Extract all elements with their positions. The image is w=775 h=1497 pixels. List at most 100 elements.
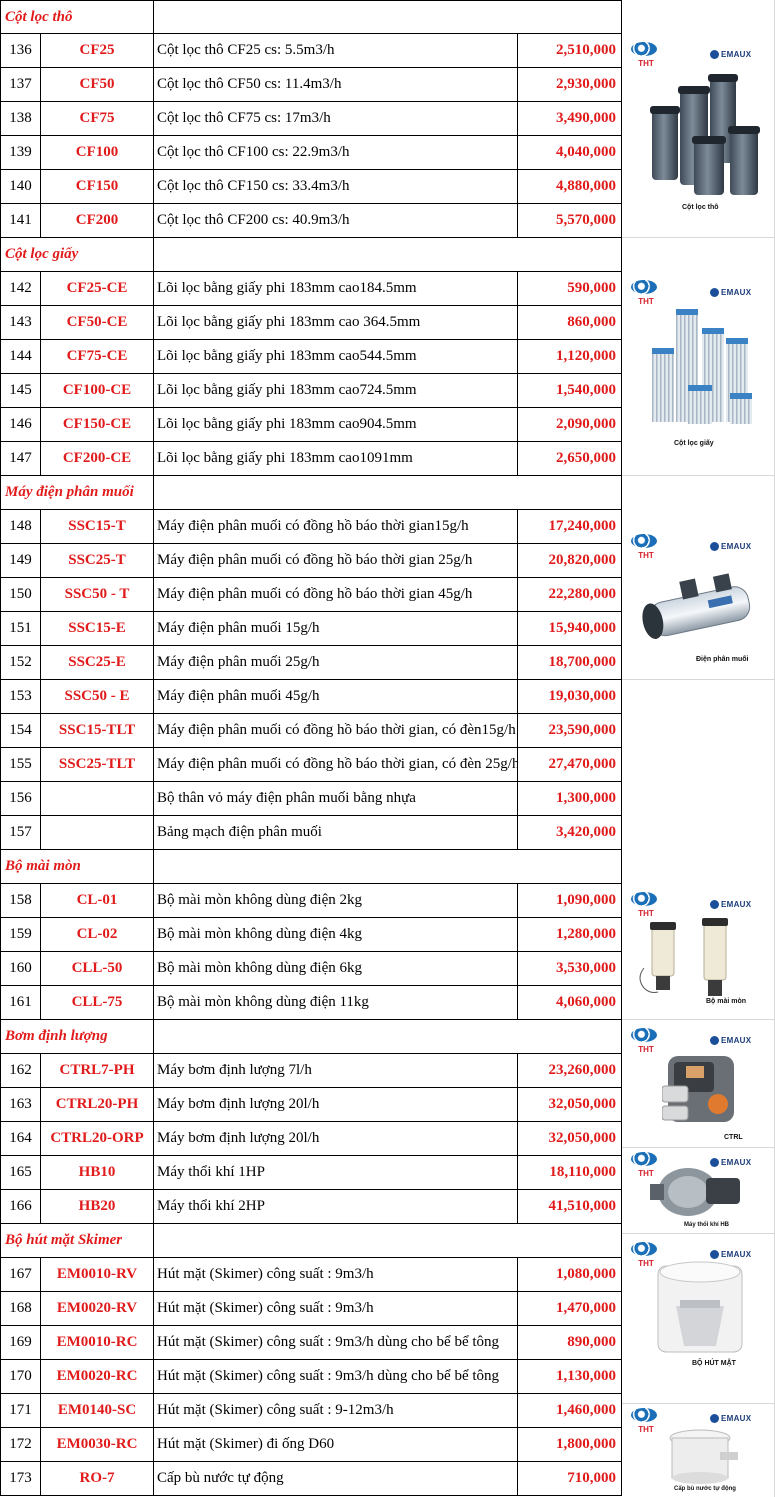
product-price: 3,420,000 [518, 816, 622, 850]
row-number: 153 [0, 680, 41, 714]
row-number: 144 [0, 340, 41, 374]
chlorine-feeder-image [639, 918, 728, 996]
skimmer-image [657, 1261, 743, 1353]
product-price: 18,110,000 [518, 1156, 622, 1190]
row-number: 147 [0, 442, 41, 476]
row-number: 166 [0, 1190, 41, 1224]
product-description: Máy bơm định lượng 7l/h [154, 1054, 518, 1088]
product-code: CF100-CE [41, 374, 154, 408]
section-title: Bộ mài mòn [0, 850, 154, 884]
product-description: Bộ mài mòn không dùng điện 11kg [154, 986, 518, 1020]
paper-filter-image [652, 309, 752, 424]
panel-caption: Cột lọc giấy [674, 440, 714, 447]
product-price: 1,460,000 [518, 1394, 622, 1428]
tht-logo: THT [631, 1152, 661, 1178]
product-description: Lõi lọc bằng giấy phi 183mm cao904.5mm [154, 408, 518, 442]
product-price: 1,300,000 [518, 782, 622, 816]
section-header-fill [154, 476, 622, 510]
section-header-fill [154, 850, 622, 884]
row-number: 148 [0, 510, 41, 544]
product-code: CLL-50 [41, 952, 154, 986]
row-number: 137 [0, 68, 41, 102]
product-code: EM0030-RC [41, 1428, 154, 1462]
product-description: Bộ thân vỏ máy điện phân muối bằng nhựa [154, 782, 518, 816]
row-number: 150 [0, 578, 41, 612]
panel-caption: Máy thổi khí HB [684, 1222, 730, 1228]
row-number: 171 [0, 1394, 41, 1428]
section-header-fill [154, 1224, 622, 1258]
product-code: SSC25-T [41, 544, 154, 578]
product-description: Hút mặt (Skimer) công suất : 9m3/h [154, 1292, 518, 1326]
product-code: SSC15-T [41, 510, 154, 544]
product-description: Lõi lọc bằng giấy phi 183mm cao1091mm [154, 442, 518, 476]
product-description: Lõi lọc bằng giấy phi 183mm cao184.5mm [154, 272, 518, 306]
section-header-fill [154, 0, 622, 34]
emaux-logo-icon [710, 542, 719, 551]
product-description: Máy bơm định lượng 20l/h [154, 1088, 518, 1122]
tht-logo-icon [631, 534, 657, 548]
product-description: Máy bơm định lượng 20l/h [154, 1122, 518, 1156]
section-header: Bộ hút mặt Skimer [0, 1224, 622, 1258]
tht-logo-icon [631, 280, 657, 294]
product-price: 3,490,000 [518, 102, 622, 136]
row-number: 158 [0, 884, 41, 918]
product-description: Máy điện phân muối 25g/h [154, 646, 518, 680]
product-price: 32,050,000 [518, 1088, 622, 1122]
product-price: 1,800,000 [518, 1428, 622, 1462]
product-price: 2,090,000 [518, 408, 622, 442]
air-blower-image [650, 1168, 740, 1216]
row-number: 141 [0, 204, 41, 238]
product-price: 1,280,000 [518, 918, 622, 952]
emaux-logo: EMAUX [710, 1158, 751, 1167]
product-description: Bộ mài mòn không dùng điện 2kg [154, 884, 518, 918]
product-description: Hút mặt (Skimer) công suất : 9-12m3/h [154, 1394, 518, 1428]
emaux-logo-icon [710, 288, 719, 297]
product-price: 1,120,000 [518, 340, 622, 374]
product-description: Máy điện phân muối có đồng hồ báo thời g… [154, 714, 518, 748]
product-description: Cột lọc thô CF75 cs: 17m3/h [154, 102, 518, 136]
product-code: SSC15-TLT [41, 714, 154, 748]
panel-air-blower: THT EMAUX Máy thổi khí HB [622, 1148, 774, 1234]
row-number: 152 [0, 646, 41, 680]
panel-dosing-pump: THT EMAUX CTRL [622, 1020, 774, 1148]
row-number: 164 [0, 1122, 41, 1156]
emaux-logo-icon [710, 900, 719, 909]
product-description: Hút mặt (Skimer) công suất : 9m3/h dùng … [154, 1326, 518, 1360]
panel-chlorine-feeder: THT EMAUX Bộ mài mòn [622, 884, 774, 1020]
product-description: Bảng mạch điện phân muối [154, 816, 518, 850]
tht-logo-icon [631, 892, 657, 906]
tht-logo: THT [631, 1408, 661, 1434]
product-description: Cột lọc thô CF25 cs: 5.5m3/h [154, 34, 518, 68]
panel-skimmer: THT EMAUX BỘ HÚT MẶT [622, 1234, 774, 1404]
product-description: Hút mặt (Skimer) công suất : 9m3/h dùng … [154, 1360, 518, 1394]
product-code: HB10 [41, 1156, 154, 1190]
product-code: CL-01 [41, 884, 154, 918]
tht-logo-icon [631, 42, 657, 56]
product-price: 4,060,000 [518, 986, 622, 1020]
row-number: 165 [0, 1156, 41, 1190]
section-header: Máy điện phân muối [0, 476, 622, 510]
row-number: 168 [0, 1292, 41, 1326]
product-code: CF25 [41, 34, 154, 68]
tht-logo: THT [631, 1242, 661, 1268]
product-code: SSC50 - E [41, 680, 154, 714]
row-number: 170 [0, 1360, 41, 1394]
panel-caption: Bộ mài mòn [706, 998, 747, 1005]
product-image-column: THT EMAUX Cột lọc thô THT EMAUX [622, 0, 775, 1497]
product-description: Hút mặt (Skimer) công suất : 9m3/h [154, 1258, 518, 1292]
emaux-logo-icon [710, 1158, 719, 1167]
product-price: 15,940,000 [518, 612, 622, 646]
product-code: CF25-CE [41, 272, 154, 306]
product-description: Hút mặt (Skimer) đi ống D60 [154, 1428, 518, 1462]
